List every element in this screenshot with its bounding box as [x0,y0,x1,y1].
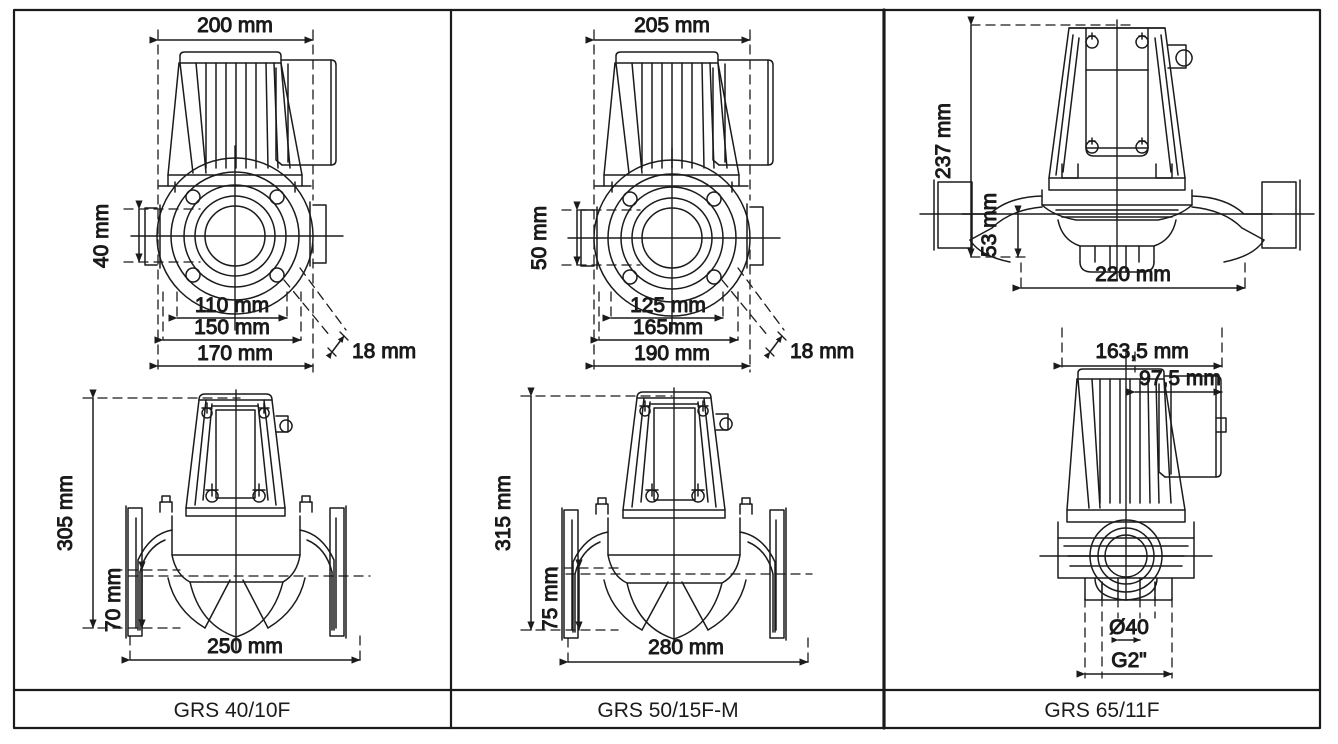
dim-label-40mm: 40 mm [90,204,113,268]
dim-g2: G2" [1076,649,1173,678]
front-view-grs-50-15f-m: 205 mm 50 mm 125 mm 165mm 190 mm [528,14,855,373]
panel-grs-50-15f-m: 205 mm 50 mm 125 mm 165mm 190 mm [492,14,855,666]
dim-label-200mm: 200 mm [197,14,273,37]
dim-305mm: 305 mm [54,389,97,629]
dim-170mm: 170 mm [149,342,314,370]
dim-label-250mm: 250 mm [207,635,283,658]
dim-label-163-5mm: 163,5 mm [1095,340,1188,363]
dim-315mm: 315 mm [492,387,535,631]
dim-165mm: 165mm [590,316,739,344]
dim-250mm: 250 mm [121,635,361,664]
dim-label-165mm: 165mm [633,316,703,339]
panel-grs-40-10f: 200 mm 40 mm 110 mm 150 mm 170 mm [54,14,417,664]
front-view-grs-40-10f: 200 mm 40 mm 110 mm 150 mm 170 mm [90,14,417,373]
panel-grs-65-11f: 237 mm 53 mm 220 mm [919,16,1315,679]
dim-53mm: 53 mm [978,192,1022,258]
dim-label-g2: G2" [1111,649,1146,672]
dim-label-50mm: 50 mm [528,206,551,270]
side-view-grs-40-10f: 305 mm 70 mm 250 mm [54,389,371,664]
dim-237mm: 237 mm [932,16,975,258]
dim-163-5mm: 163,5 mm [1053,340,1223,370]
dim-label-75mm: 75 mm [539,567,562,631]
dim-d40: Ø40 [1109,616,1149,643]
dim-label-d40: Ø40 [1109,616,1149,639]
dim-label-170mm: 170 mm [197,342,273,365]
caption-grs-40-10f: GRS 40/10F [174,699,291,722]
dim-190mm: 190 mm [585,342,751,370]
caption-grs-50-15f-m: GRS 50/15F-M [597,699,738,722]
dim-label-18mm-2: 18 mm [790,340,854,363]
dim-label-97-5mm: 97,5 mm [1139,367,1221,390]
dim-label-18mm: 18 mm [352,340,416,363]
caption-row: GRS 40/10F GRS 50/15F-M GRS 65/11F [174,699,1160,722]
dim-150mm: 150 mm [154,316,302,344]
dim-label-280mm: 280 mm [648,636,724,659]
dim-40mm: 40 mm [90,200,143,269]
side-view-grs-65-11f: 237 mm 53 mm 220 mm [919,16,1315,292]
dim-70mm: 70 mm [102,561,146,633]
dim-label-205mm: 205 mm [634,14,710,37]
dim-220mm: 220 mm [1012,263,1246,292]
dim-110mm: 110 mm [168,294,288,322]
dim-97-5mm: 97,5 mm [1126,367,1223,396]
dim-18mm: 18 mm [325,331,417,364]
dim-200mm: 200 mm [149,14,314,44]
side-view-grs-50-15f-m: 315 mm 75 mm 280 mm [492,387,813,666]
front-view-grs-65-11f: 163,5 mm 97,5 mm Ø40 G2" [1039,327,1227,679]
dim-label-305mm: 305 mm [54,475,77,551]
dim-125mm: 125 mm [602,294,724,322]
dim-75mm: 75 mm [539,559,583,632]
dim-label-110mm: 110 mm [195,294,269,317]
dim-label-315mm: 315 mm [492,475,515,551]
dim-label-190mm: 190 mm [634,342,710,365]
dim-label-53mm: 53 mm [978,193,1001,257]
dim-280mm: 280 mm [559,636,809,666]
dim-label-70mm: 70 mm [102,568,125,632]
dim-label-150mm: 150 mm [194,316,270,339]
caption-grs-65-11f: GRS 65/11F [1044,699,1159,722]
dim-label-237mm: 237 mm [932,103,955,179]
dim-label-125mm: 125 mm [630,294,706,317]
dim-label-220mm: 220 mm [1095,263,1171,286]
dim-205mm: 205 mm [585,14,751,44]
dim-50mm: 50 mm [528,201,581,271]
dim-18mm-2: 18 mm [763,331,855,364]
